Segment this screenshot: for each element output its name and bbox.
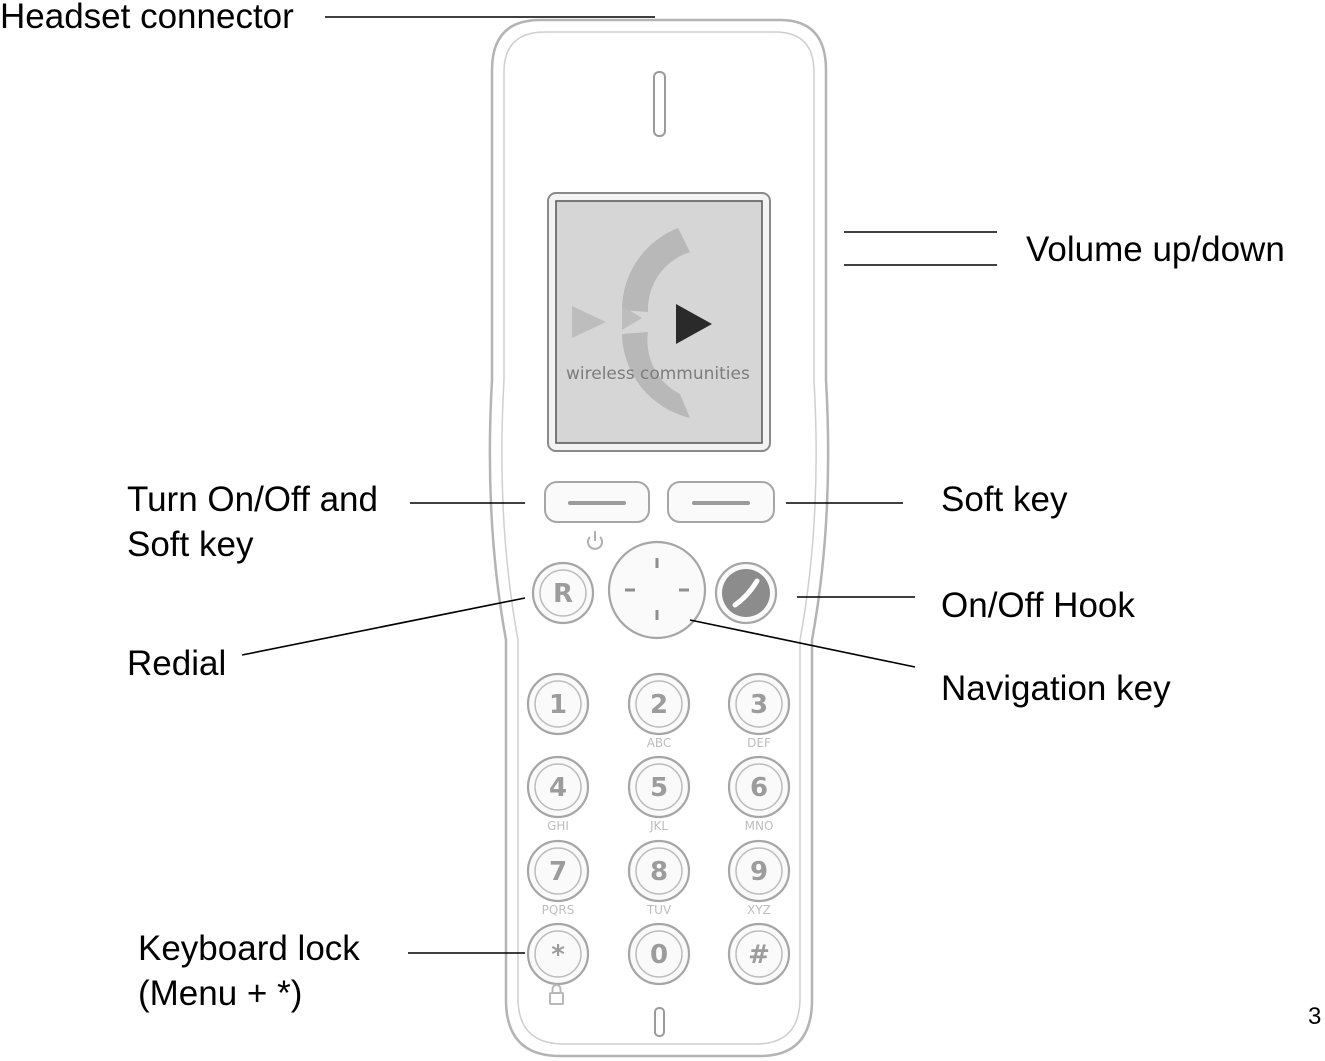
keypad-digit: 1 — [549, 690, 567, 720]
keypad-letters: PQRS — [542, 903, 575, 917]
keypad-digit: 5 — [650, 773, 668, 803]
navigation-key[interactable] — [607, 540, 707, 640]
keypad-letters: TUV — [646, 903, 672, 917]
speaker-slot — [653, 71, 666, 137]
hook-key[interactable] — [714, 561, 778, 625]
label-headset-connector: Headset connector — [0, 0, 294, 36]
keypad-digit: 8 — [650, 857, 668, 887]
keypad-digit: 2 — [650, 690, 668, 720]
keypad-key[interactable]: 3 — [727, 672, 791, 736]
keypad-letters: XYZ — [747, 903, 771, 917]
logo-text: wireless communities — [566, 364, 750, 384]
redial-key-label: R — [553, 579, 573, 609]
keypad-digit: # — [748, 940, 770, 970]
padlock-icon — [549, 984, 564, 1005]
keypad-letters: JKL — [649, 819, 668, 833]
keypad-key[interactable]: # — [727, 922, 791, 986]
leader-lines — [241, 16, 997, 954]
keypad-digit: 0 — [650, 940, 668, 970]
power-icon — [587, 531, 603, 550]
label-volume: Volume up/down — [1026, 230, 1285, 269]
keypad-digit: 9 — [750, 857, 768, 887]
keypad-digit: * — [551, 940, 565, 970]
label-soft-key: Soft key — [941, 480, 1068, 519]
keypad-key[interactable]: 8 — [627, 839, 691, 903]
left-soft-key[interactable] — [544, 481, 650, 523]
keypad-key[interactable]: 5 — [627, 755, 691, 819]
keypad-digit: 6 — [750, 773, 768, 803]
keypad-key[interactable]: 0 — [627, 922, 691, 986]
keypad-letters: ABC — [647, 736, 672, 750]
label-keyboard-lock-line2: (Menu + *) — [138, 974, 302, 1013]
keypad-key[interactable]: 4 — [526, 755, 590, 819]
handset-body — [488, 18, 830, 1058]
keypad-digit: 4 — [549, 773, 567, 803]
label-keyboard-lock-line1: Keyboard lock — [138, 929, 360, 968]
microphone-slot — [654, 1007, 665, 1037]
keypad-letters: GHI — [547, 819, 569, 833]
screen-logo: wireless communities — [566, 228, 750, 418]
keypad-letters: DEF — [747, 736, 771, 750]
keypad-letters: MNO — [745, 819, 774, 833]
keypad-digit: 7 — [549, 857, 567, 887]
keypad-key[interactable]: 2 — [627, 672, 691, 736]
keypad-key[interactable]: 7 — [526, 839, 590, 903]
page-number: 3 — [1308, 1003, 1321, 1030]
keypad-key[interactable]: 9 — [727, 839, 791, 903]
keypad-key[interactable]: 6 — [727, 755, 791, 819]
keypad-key[interactable]: * — [526, 922, 590, 986]
label-turn-on-off-line2: Soft key — [127, 525, 254, 564]
right-soft-key[interactable] — [667, 481, 775, 523]
label-on-off-hook: On/Off Hook — [941, 586, 1135, 625]
keypad-key[interactable]: 1 — [526, 672, 590, 736]
label-redial: Redial — [127, 644, 226, 683]
label-turn-on-off-line1: Turn On/Off and — [127, 480, 378, 519]
keypad-digit: 3 — [750, 690, 768, 720]
label-navigation-key: Navigation key — [941, 669, 1171, 708]
redial-key[interactable]: R — [531, 561, 595, 625]
display-screen: wireless communities — [547, 192, 771, 452]
